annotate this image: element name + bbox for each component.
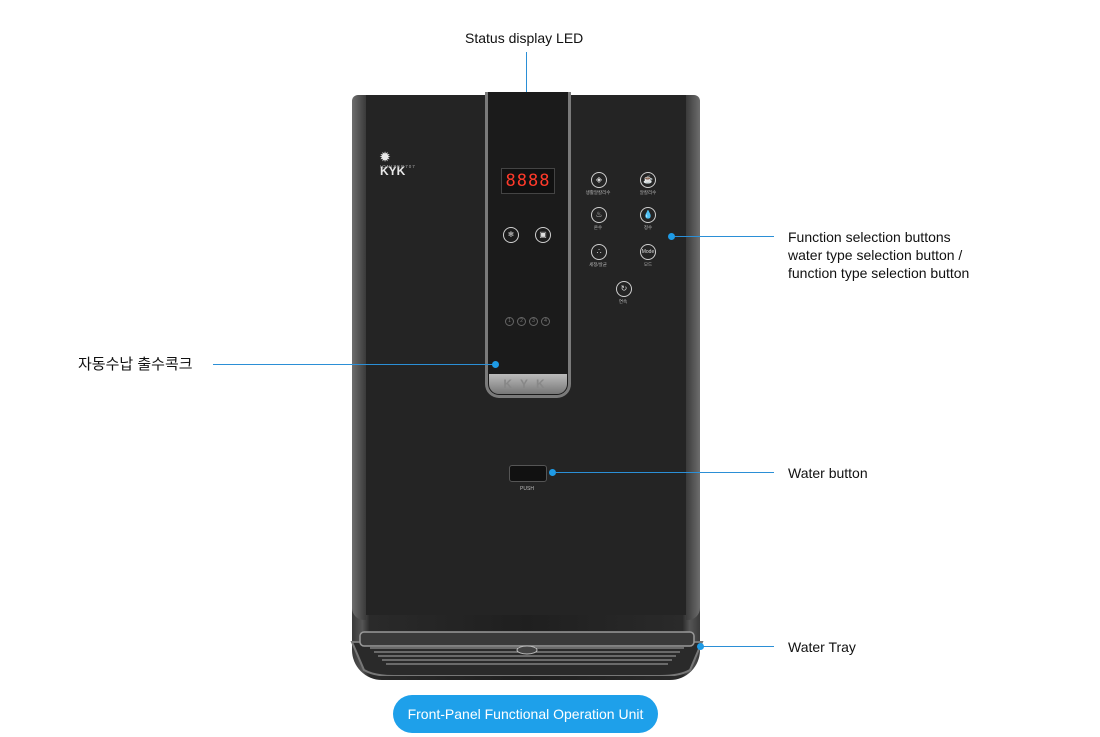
mode-icon[interactable]: Mode bbox=[640, 244, 656, 260]
lock-icon[interactable]: ▣ bbox=[535, 227, 551, 243]
model-name: IONIZER707 bbox=[380, 164, 416, 169]
drop-icon[interactable]: 💧 bbox=[640, 207, 656, 223]
function-buttons-dot bbox=[668, 233, 675, 240]
faucet-dot bbox=[492, 361, 499, 368]
button-label: 생활알칼리수 bbox=[585, 190, 611, 195]
water-button-leader bbox=[555, 472, 774, 473]
indicator-1: 1 bbox=[505, 317, 514, 326]
status-led-label: Status display LED bbox=[465, 30, 584, 46]
faucet-leader bbox=[213, 364, 495, 365]
button-label: 세정/살균 bbox=[589, 262, 607, 267]
wash-icon[interactable]: ∴ bbox=[591, 244, 607, 260]
status-led-display: 8888 bbox=[501, 168, 555, 194]
water-tray bbox=[350, 631, 704, 676]
water-tray-leader bbox=[703, 646, 774, 647]
function-buttons-leader bbox=[674, 236, 774, 237]
water-tray-dot bbox=[697, 643, 704, 650]
device-left-bezel bbox=[352, 95, 366, 620]
function-buttons-line-3: function type selection button bbox=[788, 265, 970, 281]
indicator-3: 3 bbox=[529, 317, 538, 326]
section-title-badge: Front-Panel Functional Operation Unit bbox=[393, 695, 658, 733]
water-tray-label: Water Tray bbox=[788, 639, 856, 655]
button-label: 연속 bbox=[618, 299, 628, 304]
function-buttons-line-1: Function selection buttons bbox=[788, 229, 951, 245]
button-label: 온수 bbox=[593, 225, 603, 230]
droplets-icon[interactable]: ◈ bbox=[591, 172, 607, 188]
water-push-button[interactable] bbox=[509, 465, 547, 482]
push-label: PUSH bbox=[520, 486, 534, 492]
indicator-4: 4 bbox=[541, 317, 550, 326]
faucet-handle[interactable] bbox=[485, 92, 571, 398]
button-label: 모드 bbox=[643, 262, 653, 267]
faucet-label: 자동수납 출수콕크 bbox=[78, 356, 193, 373]
indicator-2: 2 bbox=[517, 317, 526, 326]
water-button-dot bbox=[549, 469, 556, 476]
button-label: 알칼리수 bbox=[639, 190, 657, 195]
cup-icon[interactable]: ☕ bbox=[640, 172, 656, 188]
function-buttons-label: Function selection buttons water type se… bbox=[788, 228, 969, 282]
refresh-icon[interactable]: ↻ bbox=[616, 281, 632, 297]
snowflake-icon[interactable]: ❄ bbox=[503, 227, 519, 243]
water-button-label: Water button bbox=[788, 465, 868, 481]
faucet-handle-foot: KYK bbox=[489, 374, 567, 394]
hot-cup-icon[interactable]: ♨ bbox=[591, 207, 607, 223]
brand-logo: ✹ KYK bbox=[380, 150, 406, 178]
device-right-bezel bbox=[686, 95, 700, 620]
button-label: 정수 bbox=[643, 225, 653, 230]
function-buttons-line-2: water type selection button / bbox=[788, 247, 963, 263]
